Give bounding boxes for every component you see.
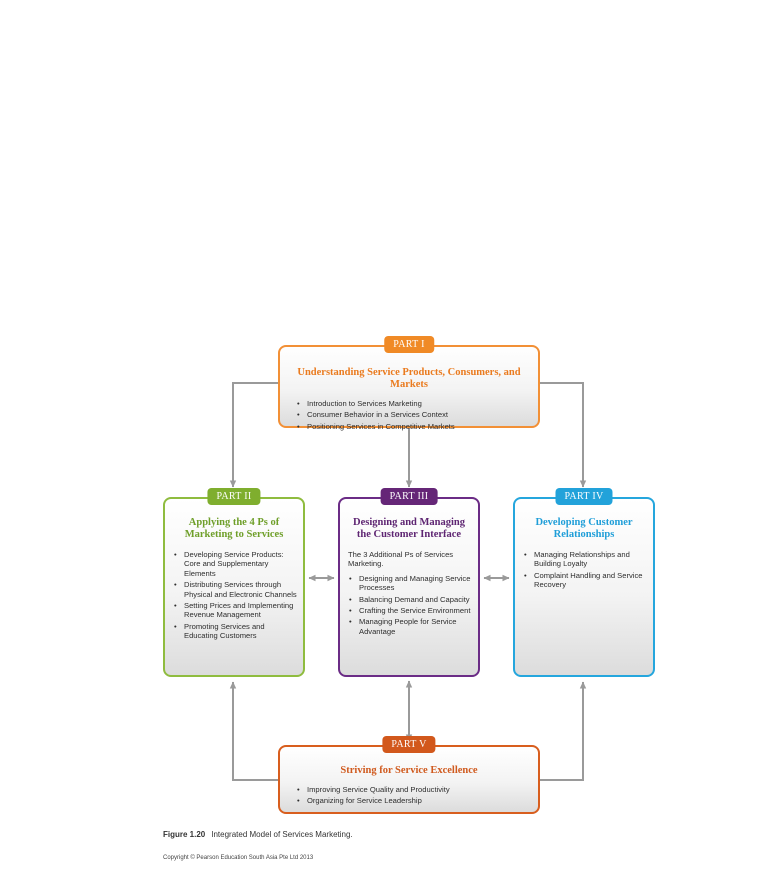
part3-item-list: Designing and Managing Service Processes… (348, 574, 472, 636)
part4-title: Developing Customer Relationships (515, 517, 653, 541)
part3-content: The 3 Additional Ps of Services Marketin… (348, 550, 472, 636)
part3-item: Designing and Managing Service Processes (348, 574, 472, 593)
part5-item: Organizing for Service Leadership (296, 796, 538, 806)
part2-item: Developing Service Products: Core and Su… (173, 550, 297, 578)
part2-item: Promoting Services and Educating Custome… (173, 622, 297, 641)
part3-item: Balancing Demand and Capacity (348, 595, 472, 605)
part2-box: PART II Applying the 4 Ps of Marketing t… (163, 488, 305, 677)
part1-item: Consumer Behavior in a Services Context (296, 410, 538, 420)
figure-caption: Figure 1.20 Integrated Model of Services … (163, 830, 353, 839)
part4-item: Managing Relationships and Building Loya… (523, 550, 647, 569)
part5-badge: PART V (382, 736, 436, 753)
part5-title: Striving for Service Excellence (340, 765, 478, 776)
part2-item: Setting Prices and Implementing Revenue … (173, 601, 297, 620)
part3-badge: PART III (380, 488, 438, 505)
part3-intro: The 3 Additional Ps of Services Marketin… (348, 550, 454, 569)
part5-box: PART V Striving for Service Excellence I… (278, 736, 540, 814)
part2-badge: PART II (207, 488, 261, 505)
figure-caption-label: Figure 1.20 (163, 830, 206, 839)
part2-item-list: Developing Service Products: Core and Su… (173, 550, 297, 641)
copyright-notice: Copyright © Pearson Education South Asia… (163, 855, 314, 861)
part1-box: PART I Understanding Service Products, C… (278, 336, 540, 432)
part2-title-line2: Marketing to Services (184, 529, 284, 540)
arrow-part5-to-part4 (540, 681, 587, 781)
part2-item: Distributing Services through Physical a… (173, 580, 297, 599)
part1-badge: PART I (384, 336, 434, 353)
part3-title-line1: Designing and Managing (352, 517, 466, 528)
part4-title-line1: Developing Customer (535, 517, 633, 528)
part3-item: Crafting the Service Environment (348, 606, 472, 616)
part4-title-line2: Relationships (553, 529, 615, 540)
part5-item: Improving Service Quality and Productivi… (296, 785, 538, 795)
part2-title-line1: Applying the 4 Ps of (188, 517, 280, 528)
part4-item: Complaint Handling and Service Recovery (523, 571, 647, 590)
arrow-part5-to-part2 (229, 681, 278, 781)
part3-box: PART III Designing and Managing the Cust… (338, 488, 480, 677)
part3-item: Managing People for Service Advantage (348, 617, 472, 636)
part5-item-list: Improving Service Quality and Productivi… (296, 785, 538, 806)
part1-title: Understanding Service Products, Consumer… (297, 367, 521, 390)
part3-title: Designing and Managing the Customer Inte… (340, 517, 478, 541)
part4-item-list: Managing Relationships and Building Loya… (523, 550, 647, 590)
part4-box: PART IV Developing Customer Relationship… (513, 488, 655, 677)
figure-caption-text: Integrated Model of Services Marketing. (211, 830, 353, 839)
part1-item-list: Introduction to Services Marketing Consu… (296, 399, 538, 432)
part3-title-line2: the Customer Interface (356, 529, 462, 540)
part1-item: Introduction to Services Marketing (296, 399, 538, 409)
arrow-part1-to-part4 (540, 382, 587, 488)
part4-badge: PART IV (555, 488, 613, 505)
arrow-part1-to-part2 (229, 382, 278, 488)
part1-item: Positioning Services in Competitive Mark… (296, 422, 538, 432)
part2-title: Applying the 4 Ps of Marketing to Servic… (165, 517, 303, 541)
